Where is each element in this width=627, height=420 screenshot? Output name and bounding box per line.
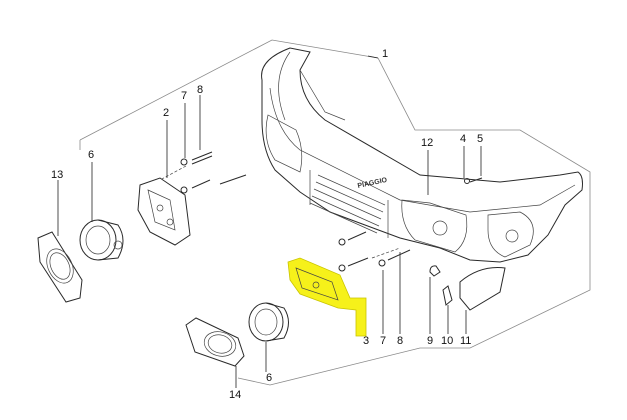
callout-8-left: 8 <box>197 84 203 96</box>
center-fasteners <box>338 231 411 272</box>
callout-6-left: 6 <box>88 149 94 161</box>
brand-text: PIAGGIO <box>357 177 388 190</box>
left-bracket <box>137 177 191 246</box>
left-bezel <box>37 231 83 303</box>
leader-lines <box>57 55 482 388</box>
assembly-outline <box>79 39 591 386</box>
left-fasteners <box>159 151 247 194</box>
bumper-grille <box>309 170 389 238</box>
callout-12: 12 <box>421 137 433 149</box>
callout-1: 1 <box>382 48 388 60</box>
front-bumper: PIAGGIO <box>261 47 583 263</box>
callout-6-right: 6 <box>266 372 272 384</box>
callout-8-right: 8 <box>397 335 403 347</box>
callout-7-left: 7 <box>181 90 187 102</box>
callout-10: 10 <box>441 335 453 347</box>
callout-2: 2 <box>163 107 169 119</box>
callout-5: 5 <box>477 133 483 145</box>
callout-3: 3 <box>363 335 369 347</box>
fog-lamp-bracket-highlighted <box>287 257 367 337</box>
right-fog-lamp <box>248 302 289 342</box>
right-bezel <box>185 317 245 367</box>
callout-14: 14 <box>229 389 241 401</box>
callout-7-right: 7 <box>380 335 386 347</box>
callout-labels: 1 2 3 4 5 6 6 7 7 8 8 9 10 11 12 13 14 <box>51 48 483 401</box>
callout-13: 13 <box>51 169 63 181</box>
callout-9: 9 <box>427 335 433 347</box>
small-parts <box>429 177 506 311</box>
callout-11: 11 <box>460 335 471 347</box>
callout-4: 4 <box>460 133 466 145</box>
left-fog-lamp <box>79 219 124 261</box>
